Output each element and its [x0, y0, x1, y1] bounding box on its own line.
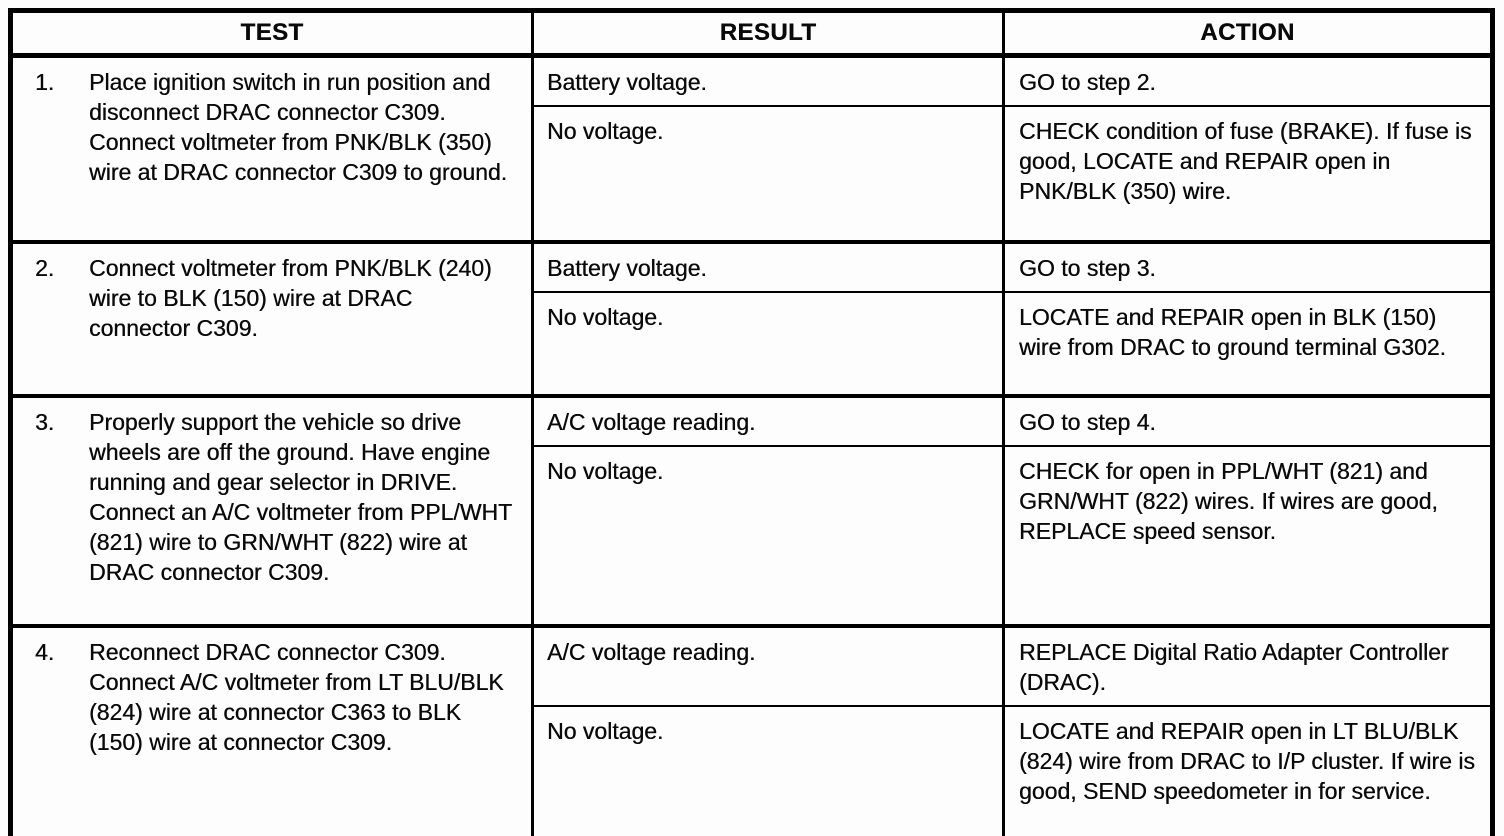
result-cell: A/C voltage reading.	[531, 624, 1005, 706]
result-cell: No voltage.	[531, 445, 1005, 626]
action-cell: GO to step 3.	[1002, 240, 1494, 292]
step-number: 4.	[35, 639, 55, 665]
result-cell: Battery voltage.	[531, 240, 1005, 292]
action-cell: REPLACE Digital Ratio Adapter Controller…	[1002, 624, 1494, 706]
column-header-test: TEST	[9, 10, 534, 58]
table-row: No voltage. LOCATE and REPAIR open in BL…	[11, 291, 1494, 396]
result-cell: No voltage.	[531, 105, 1005, 242]
step-number: 2.	[35, 255, 55, 281]
test-cell-step-2: 2. Connect voltmeter from PNK/BLK (240) …	[9, 240, 534, 396]
action-cell: GO to step 2.	[1002, 53, 1494, 106]
test-instructions: Reconnect DRAC connector C309. Connect A…	[89, 639, 504, 755]
action-cell: LOCATE and REPAIR open in BLK (150) wire…	[1002, 291, 1494, 396]
test-instructions: Properly support the vehicle so drive wh…	[89, 409, 512, 585]
table-row: No voltage. CHECK condition of fuse (BRA…	[11, 105, 1494, 242]
result-cell: Battery voltage.	[531, 53, 1005, 106]
diagnostic-table: TEST RESULT ACTION 1. Place ignition swi…	[8, 8, 1495, 836]
result-cell: A/C voltage reading.	[531, 394, 1005, 446]
table-header-row: TEST RESULT ACTION	[9, 10, 1494, 58]
action-cell: CHECK for open in PPL/WHT (821) and GRN/…	[1002, 445, 1494, 626]
table-row: 1. Place ignition switch in run position…	[9, 53, 1494, 242]
table-row: No voltage. LOCATE and REPAIR open in LT…	[11, 705, 1494, 836]
action-cell: CHECK condition of fuse (BRAKE). If fuse…	[1002, 105, 1494, 242]
step-number: 1.	[35, 69, 55, 95]
test-cell-step-1: 1. Place ignition switch in run position…	[9, 53, 534, 242]
action-cell: GO to step 4.	[1002, 394, 1494, 446]
result-cell: No voltage.	[531, 705, 1005, 836]
test-cell-step-4: 4. Reconnect DRAC connector C309. Connec…	[9, 624, 534, 836]
action-cell: LOCATE and REPAIR open in LT BLU/BLK (82…	[1002, 705, 1494, 836]
table-row: 2. Connect voltmeter from PNK/BLK (240) …	[9, 240, 1494, 396]
column-header-result: RESULT	[531, 10, 1005, 58]
table-row: No voltage. CHECK for open in PPL/WHT (8…	[11, 445, 1494, 626]
test-cell-step-3: 3. Properly support the vehicle so drive…	[9, 394, 534, 626]
test-instructions: Connect voltmeter from PNK/BLK (240) wir…	[89, 255, 492, 341]
result-cell: No voltage.	[531, 291, 1005, 396]
step-number: 3.	[35, 409, 55, 435]
table-row: 4. Reconnect DRAC connector C309. Connec…	[9, 624, 1494, 836]
test-instructions: Place ignition switch in run position an…	[89, 69, 508, 185]
column-header-action: ACTION	[1002, 10, 1494, 58]
table-row: 3. Properly support the vehicle so drive…	[9, 394, 1494, 626]
